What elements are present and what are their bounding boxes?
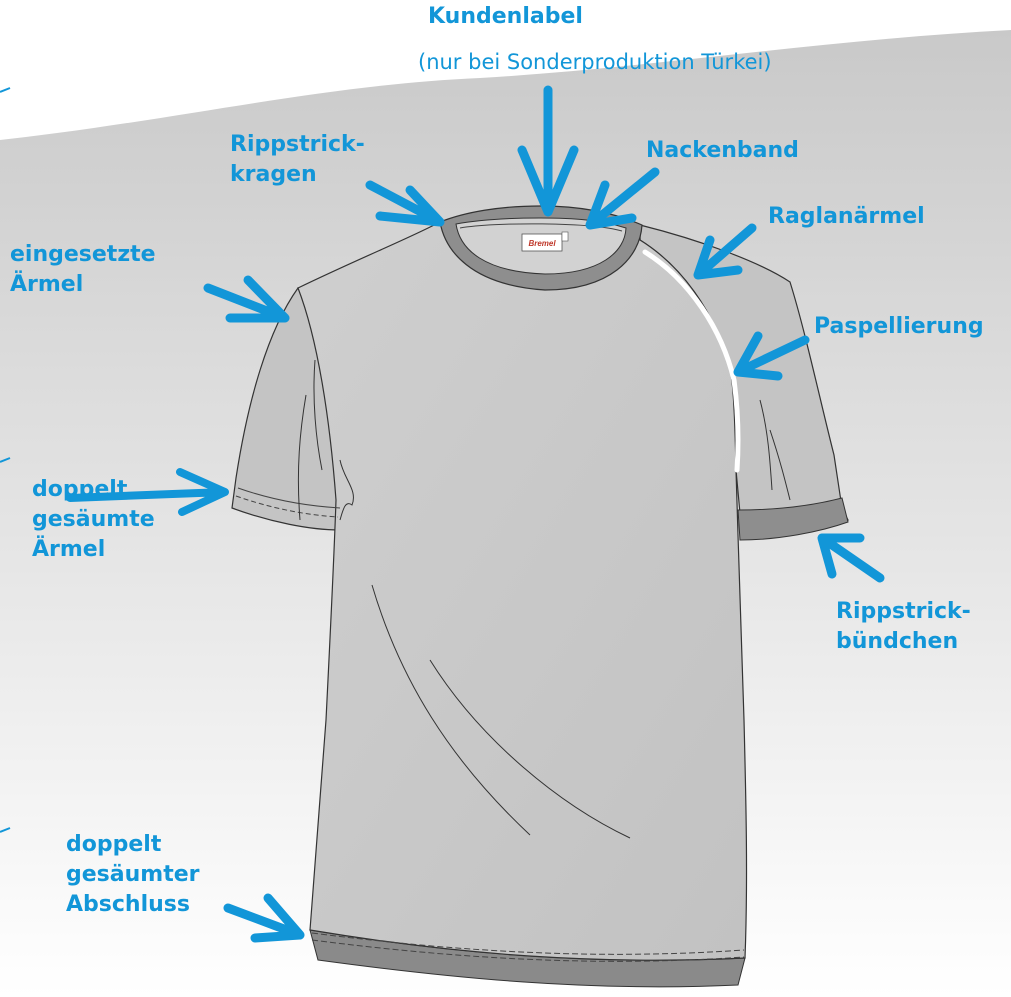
- label-raglanaermel: Raglanärmel: [768, 202, 925, 232]
- label-kundenlabel: Kundenlabel: [428, 2, 583, 32]
- label-doppelt-gesaeumter-abschluss: doppelt gesäumter Abschluss: [66, 830, 199, 920]
- neck-label-brand: Bremel: [528, 239, 556, 248]
- label-rippstrickbuendchen: Rippstrick- bündchen: [836, 597, 971, 657]
- label-nackenband: Nackenband: [646, 136, 799, 166]
- label-kundenlabel-note: (nur bei Sonderproduktion Türkei): [418, 48, 772, 76]
- shirt-body: [298, 212, 747, 961]
- label-rippstrickkragen: Rippstrick- kragen: [230, 130, 365, 190]
- label-eingesetzte-aermel: eingesetzte Ärmel: [10, 240, 156, 300]
- label-doppelt-gesaeumte-aermel: doppelt gesäumte Ärmel: [32, 475, 155, 565]
- label-paspellierung: Paspellierung: [814, 312, 984, 342]
- neck-size-tag: [562, 232, 568, 241]
